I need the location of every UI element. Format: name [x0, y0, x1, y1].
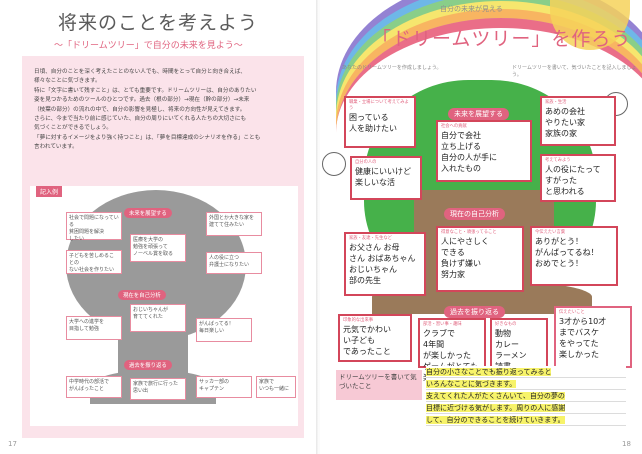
page-number: 17 — [8, 440, 17, 448]
instruction-note: あなたのドリームツリーを作成しましょう。 — [342, 65, 442, 71]
card-caption: 好きなもの — [495, 322, 517, 327]
handwritten-card: 家族・生活 あめの会社 やりたい家 家族の家 — [540, 96, 616, 146]
binding-gutter — [316, 0, 322, 454]
present-band: 現在の自己分析 — [444, 208, 505, 220]
handwritten-card: 好きなもの 動物 カレー ラーメン 読書 — [490, 318, 548, 371]
example-box: 大学への進学を 目指して勉強 — [66, 316, 122, 340]
card-handwriting: あめの会社 やりたい家 家族の家 — [545, 107, 585, 138]
intro-line: 「夢に対するイメージをより強く持つこと」は、「夢を目標達成のシナリオを作る」こと… — [34, 134, 261, 141]
intro-line: 特に「文字に書いて残すこと」は、とても重要です。ドリームツリーは、自分のありたい — [34, 87, 257, 94]
example-box: 中学時代の部活で がんばったこと — [66, 376, 122, 398]
instruction-note: ドリームツリーを書いて、気づいたことを記入しましょう。 — [512, 65, 637, 78]
left-page-subtitle: 〜「ドリームツリー」で自分の未来を見よう〜 — [54, 41, 243, 51]
card-handwriting: 人にやさしく できる 負けず嫌い 努力家 — [441, 237, 489, 279]
card-caption: 得意なこと・頑張ってること — [441, 230, 497, 235]
handwritten-card: 伝えたいこと 3才から10才 までバスケ をやってた 楽しかった — [554, 306, 632, 368]
example-box: 家族で いつも一緒に — [256, 376, 296, 398]
notes-line: して、自分のできることを続けていきます。 — [426, 416, 565, 424]
example-box: 人の役に立つ 弁護士になりたい — [206, 252, 262, 274]
reflection-notes: 自分の小さなことでも振り返ってみると いろんなことに気づきます。 支えてくれた人… — [426, 366, 626, 426]
card-caption: 部活・習い事・趣味 — [423, 322, 462, 327]
handwritten-card: 印象的な出来事 元気でかわい い子ども であったこと — [338, 314, 412, 362]
example-box: 家族で旅行に行った 思い出 — [130, 378, 186, 400]
card-caption: 伝えたいこと — [559, 310, 585, 315]
example-tag: 記入例 — [36, 186, 63, 197]
left-page: 将来のことを考えよう 〜「ドリームツリー」で自分の未来を見よう〜 日頃、自分のこ… — [0, 0, 318, 454]
intro-line: 様々なことに気づきます。 — [34, 78, 101, 85]
page-number: 18 — [622, 440, 631, 448]
card-handwriting: 健康にいいけど 楽しいな活 — [355, 167, 411, 187]
intro-text: 日頃、自分のことを深く考えたことのない人でも、時間をとって自分と向き合えば、 様… — [34, 68, 292, 153]
future-band: 未来を展望する — [124, 208, 172, 218]
card-handwriting: 元気でかわい い子ども であったこと — [343, 325, 391, 356]
past-band: 過去を振り返る — [444, 306, 505, 318]
notes-line: 目標に近づける気がします。周りの人に感謝 — [426, 404, 566, 412]
notes-line: 自分の小さなことでも振り返ってみると — [426, 368, 552, 376]
card-caption: 考えてみよう — [545, 158, 571, 163]
past-band: 過去を振り返る — [124, 360, 172, 370]
handwritten-card: 職業・立場について考えてみよう 困っている 人を助けたい — [344, 96, 416, 148]
example-box: おじいちゃんが 育ててくれた — [130, 304, 186, 332]
card-handwriting: 人の役にたって すがった と思われる — [545, 165, 601, 196]
intro-line: 日頃、自分のことを深く考えたことのない人でも、時間をとって自分と向き合えば、 — [34, 69, 246, 75]
example-box: 子どもを苦しめることの ない社会を作りたい — [66, 250, 122, 274]
card-handwriting: 3才から10才 までバスケ をやってた 楽しかった — [559, 317, 607, 359]
card-handwriting: 自分で会社 立ち上げる 自分の人が手に 入れたもの — [441, 131, 497, 173]
example-box: 社会で問題になっている 貧困問題を解決 したい — [66, 212, 122, 242]
card-handwriting: 困っている 人を助けたい — [349, 113, 397, 133]
card-caption: 職業・立場について考えてみよう — [349, 100, 409, 111]
example-box: がんばってる！ 毎日楽しい — [196, 318, 252, 342]
rainbow-drawing — [336, 18, 642, 248]
card-caption: 今伝えたい言葉 — [535, 230, 566, 235]
smiley-face-drawing — [322, 152, 346, 176]
card-caption: 印象的な出来事 — [343, 318, 374, 323]
card-caption: 社会への貢献 — [441, 124, 467, 129]
handwritten-card: 考えてみよう 人の役にたって すがった と思われる — [540, 154, 616, 202]
left-page-title: 将来のことを考えよう — [58, 12, 259, 34]
card-handwriting: お父さん お母 さん おばあちゃん おじいちゃん 部の先生 — [349, 243, 416, 285]
present-band: 現在を自己分析 — [118, 290, 166, 300]
example-box: 外国とか大きな家を 建てて住みたい — [206, 212, 262, 236]
card-handwriting: ありがとう！ がんばってるね！ おめでとう！ — [535, 237, 599, 268]
right-page-kicker: 自分の未来が見える — [440, 5, 503, 13]
reflection-label: ドリームツリーを書いて気づいたこと — [336, 370, 422, 400]
notes-line: 支えてくれた人がたくさんいて、自分の夢の — [426, 392, 565, 400]
handwritten-card: 部活・習い事・趣味 クラブで 4年間 が楽しかった ゲームがとても 楽しい — [418, 318, 486, 382]
intro-line: さらに、今まで当たり前に感じていた、自分の周りにいてくれる人たちの大切さにも — [34, 116, 247, 123]
notes-line: いろんなことに気づきます。 — [426, 380, 517, 388]
example-box: サッカー部の キャプテン — [196, 376, 252, 398]
intro-line: 気づくことができるでしょう。 — [34, 125, 112, 132]
handwritten-card: 社会への貢献 自分で会社 立ち上げる 自分の人が手に 入れたもの — [436, 120, 532, 182]
handwritten-card: 自分の人の 健康にいいけど 楽しいな活 — [350, 156, 422, 200]
right-page-title: 「ドリームツリー」を作ろう — [372, 28, 632, 50]
intro-line: 言われています。 — [34, 144, 78, 151]
handwritten-card: 家族・友達・先生など お父さん お母 さん おばあちゃん おじいちゃん 部の先生 — [344, 232, 426, 296]
future-band: 未来を展望する — [448, 108, 509, 120]
intro-line: （枝葉の部分）の流れの中で、自分の影響を見極し、将来の方向性が見えてきます。 — [34, 106, 246, 113]
card-caption: 家族・友達・先生など — [349, 236, 392, 241]
example-box: 医療を大学の 勉強を頑張って ノーベル賞を取る — [130, 234, 186, 262]
handwritten-card: 今伝えたい言葉 ありがとう！ がんばってるね！ おめでとう！ — [530, 226, 618, 286]
handwritten-card: 得意なこと・頑張ってること 人にやさしく できる 負けず嫌い 努力家 — [436, 226, 524, 292]
intro-line: 姿を見つかるためのツールのひとつです。過去（根の部分）→現在（幹の部分）→未来 — [34, 97, 250, 104]
card-caption: 自分の人の — [355, 160, 377, 165]
card-caption: 家族・生活 — [545, 100, 567, 105]
